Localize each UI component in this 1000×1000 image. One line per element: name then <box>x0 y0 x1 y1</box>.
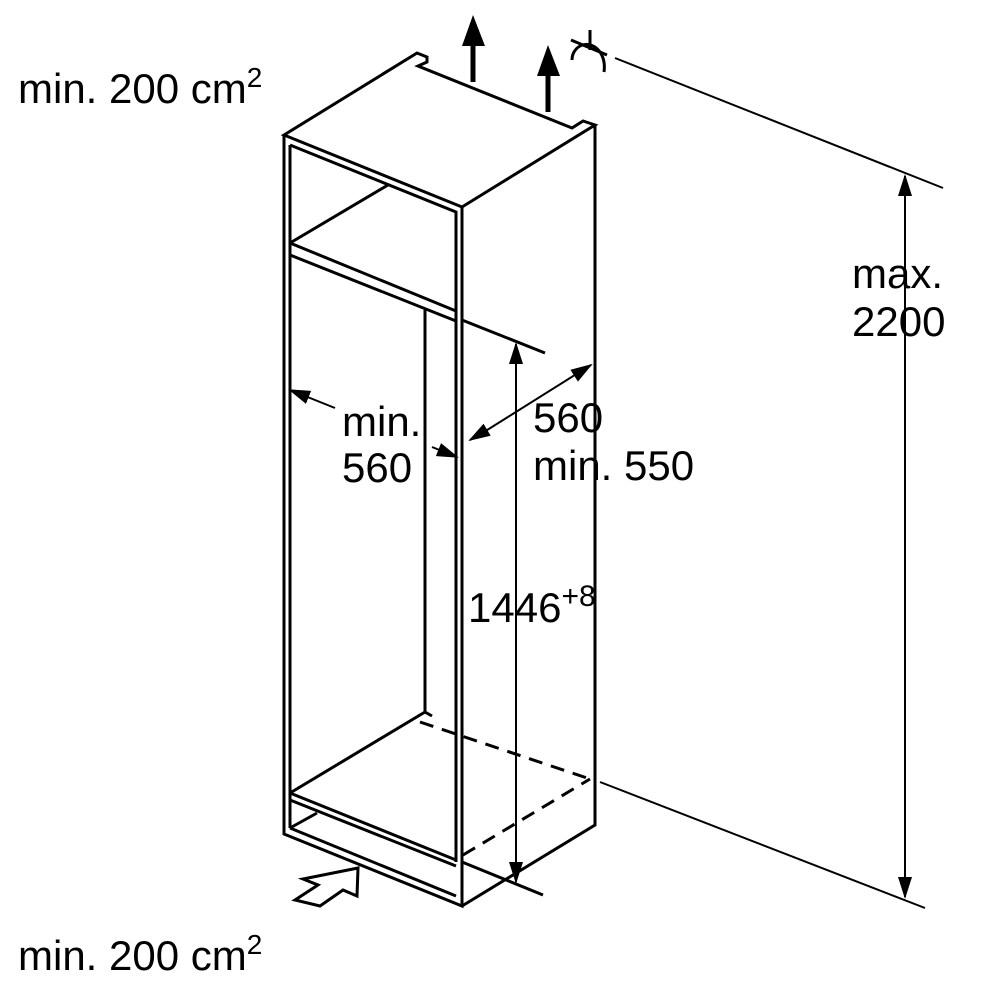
max-height-label-2: 2200 <box>852 298 945 345</box>
air-inlet-arrow-icon <box>291 866 360 908</box>
air-outlet-arrows <box>462 15 560 112</box>
max-height-label-1: max. <box>852 250 943 297</box>
max-height-dimension <box>599 57 944 909</box>
bottom-vent-label: min. 200 cm2 <box>18 929 262 979</box>
socket-symbol-icon <box>570 30 608 73</box>
depth-dimension <box>468 363 593 442</box>
depth-label-2: min. 550 <box>533 442 694 489</box>
niche-width-dimension <box>288 389 459 458</box>
cabinet-outline <box>280 51 599 909</box>
niche-width-label-2: 560 <box>342 444 412 491</box>
niche-width-label-1: min. <box>342 398 421 445</box>
niche-height-label: 1446+8 <box>468 580 596 631</box>
top-vent-label: min. 200 cm2 <box>18 62 262 112</box>
depth-label-1: 560 <box>533 394 603 441</box>
